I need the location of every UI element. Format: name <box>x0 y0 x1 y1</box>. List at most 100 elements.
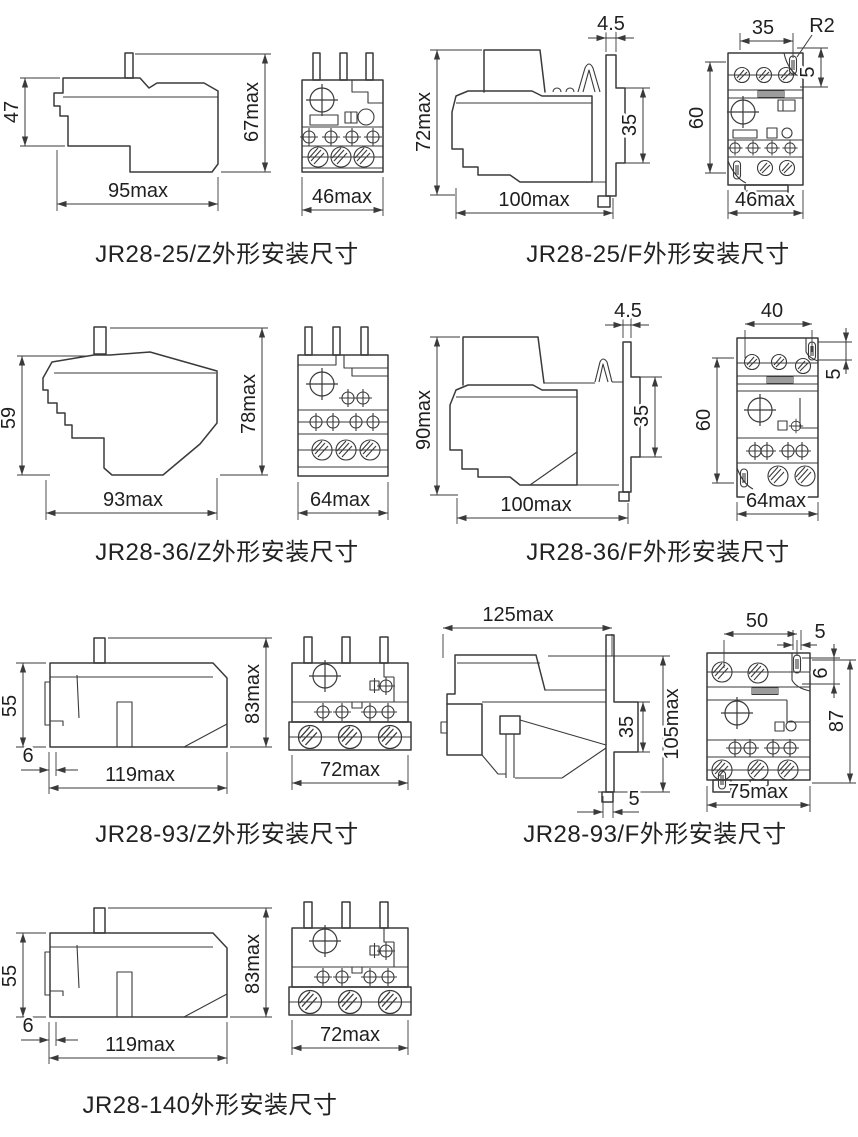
body-outline <box>449 384 578 486</box>
dim-offset-6: 6 <box>20 743 78 794</box>
mounting-pin <box>124 52 134 79</box>
dim-label: 35 <box>616 716 638 738</box>
dim-label: 55 <box>0 965 21 987</box>
dim-width-75max: 75max <box>706 779 811 812</box>
dim-label: 46max <box>312 186 372 208</box>
body-outline <box>53 77 219 173</box>
dim-label: 72max <box>320 759 380 781</box>
top-block-outline <box>483 49 546 93</box>
dim-total-height-67max: 67max <box>135 53 271 173</box>
dim-label: 6 <box>22 745 33 767</box>
dim-label: 72max <box>413 92 435 152</box>
dim-height-47: 47 <box>0 77 65 147</box>
jr28-25z-side-view: 47 95max 67max <box>0 52 271 211</box>
jr28-25f-front-view: 35 R2 5 60 46max <box>684 13 837 219</box>
dim-total-height-78max: 78max <box>110 327 268 476</box>
dim-width-64max: 64max <box>736 488 819 521</box>
dim-label: 100max <box>498 189 569 211</box>
dim-label: 5 <box>814 621 825 643</box>
dim-label: 93max <box>103 489 163 511</box>
dim-slot-span-40: 40 <box>744 298 813 358</box>
dim-height-105max: 105max <box>548 655 686 793</box>
body-outline <box>301 79 384 173</box>
dim-label: 35 <box>752 17 774 39</box>
jr28-93z-side-view: 55 6 119max 83max <box>0 637 272 794</box>
rail-plate <box>605 634 639 793</box>
dim-label: 35 <box>619 114 641 136</box>
dim-width-93max: 93max <box>45 478 218 520</box>
dim-label: 6 <box>22 1015 33 1037</box>
dim-slot-span-35: 35 <box>739 15 794 58</box>
caption-jr28-93f: JR28-93/F外形安装尺寸 <box>523 821 787 848</box>
dim-label: 4.5 <box>614 300 642 322</box>
top-block-outline <box>462 336 545 386</box>
dim-label: R2 <box>809 15 835 37</box>
dim-height-87: 87 <box>812 659 856 784</box>
rail-clip <box>594 358 613 383</box>
caption-jr28-25f: JR28-25/F外形安装尺寸 <box>526 241 790 268</box>
rail-clip <box>577 63 601 93</box>
mounting-slot-top <box>792 654 802 674</box>
dim-rail-span-35: 35 <box>614 701 650 753</box>
jr28-36z-front-view: 64max <box>297 326 389 520</box>
dim-label: 60 <box>686 107 708 129</box>
dim-label: 83max <box>242 664 264 724</box>
dim-width-119max: 119max <box>49 752 228 794</box>
dim-label: 119max <box>105 1034 175 1056</box>
dim-slot-radius-r2: R2 <box>796 13 837 58</box>
dim-slot-offset-5: 5 <box>795 47 828 88</box>
jr28-36f-front-view: 40 5 60 64max <box>691 298 852 521</box>
dim-label: 75max <box>728 781 788 803</box>
dim-width-64max: 64max <box>297 482 389 520</box>
dim-label: 83max <box>242 934 264 994</box>
dim-label: 72max <box>320 1024 380 1046</box>
dim-width-95max: 95max <box>56 150 219 211</box>
mounting-pin <box>93 326 107 355</box>
body-outline <box>291 927 409 988</box>
dim-slot-width-5: 5 <box>777 619 828 650</box>
dim-label: 90max <box>413 390 435 450</box>
dim-label: 95max <box>108 180 168 202</box>
dim-width-46max: 46max <box>301 177 384 216</box>
jr28-93z-front-view: 72max <box>288 636 412 790</box>
jr28-36f-side-view: 90max 4.5 35 100max <box>411 298 662 524</box>
dim-width-100max: 100max <box>455 187 614 219</box>
dim-label: 50 <box>746 610 768 632</box>
dim-label: 60 <box>693 409 715 431</box>
dim-total-height-83max: 83max <box>108 907 272 1018</box>
dim-label: 46max <box>735 189 795 211</box>
jr28-36z-side-view: 59 93max 78max <box>0 326 268 520</box>
adjust-rack <box>751 687 779 695</box>
dim-label: 100max <box>500 494 571 516</box>
body-outline <box>49 662 228 748</box>
dim-width-72max: 72max <box>291 755 409 790</box>
dim-label: 67max <box>241 82 263 142</box>
dim-label: 47 <box>1 101 23 123</box>
jr28-25z-front-view: 46max <box>299 52 384 216</box>
dim-label: 55 <box>0 695 21 717</box>
dim-height-55: 55 <box>0 662 46 748</box>
dim-label: 125max <box>482 604 553 626</box>
dim-label: 5 <box>823 368 845 379</box>
dim-label: 105max <box>661 688 683 759</box>
dim-label: 64max <box>310 489 370 511</box>
dim-label: 35 <box>631 405 653 427</box>
jr28-93f-front-view: 50 5 6 87 75max <box>706 608 856 812</box>
dim-offset-5: 5 <box>577 786 642 818</box>
dim-width-125max: 125max <box>442 602 613 658</box>
dim-slot-offset-6: 6 <box>802 644 840 698</box>
jr28-140-front-view: 72max <box>288 901 412 1055</box>
caption-jr28-25z: JR28-25/Z外形安装尺寸 <box>95 241 359 268</box>
dim-label: 4.5 <box>597 13 625 35</box>
dim-height-72max: 72max <box>411 49 482 196</box>
dim-label: 5 <box>628 788 639 810</box>
dim-rail-tab-4p5: 4.5 <box>588 11 634 52</box>
jr28-25f-side-view: 72max 4.5 35 100max <box>411 11 650 219</box>
body-outline <box>42 351 218 476</box>
dim-label: 6 <box>810 667 832 678</box>
jr28-140-side-view: 55 6 119max 83max <box>0 907 272 1064</box>
dim-rail-span-35: 35 <box>617 87 650 164</box>
dim-width-100max: 100max <box>456 492 629 524</box>
dim-height-90max: 90max <box>411 336 460 496</box>
